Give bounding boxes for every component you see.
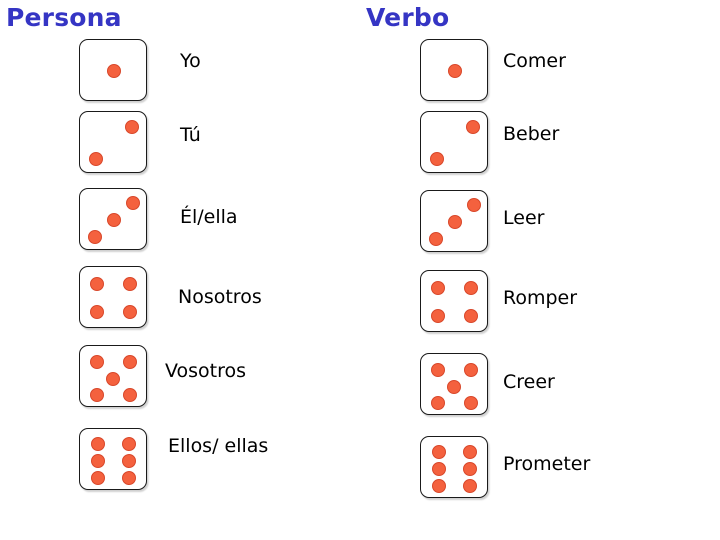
column-header-persona: Persona bbox=[6, 3, 122, 32]
column-header-verbo: Verbo bbox=[366, 3, 450, 32]
die-pip bbox=[91, 437, 105, 451]
die-face-6[interactable] bbox=[79, 428, 147, 490]
die-face-6[interactable] bbox=[420, 436, 488, 498]
die-pip bbox=[464, 309, 478, 323]
verbo-label-3: Leer bbox=[503, 207, 545, 229]
die-pip bbox=[91, 454, 105, 468]
die-pip bbox=[107, 64, 121, 78]
die-pip bbox=[90, 388, 104, 402]
verbo-label-6: Prometer bbox=[503, 453, 591, 475]
die-pip bbox=[463, 479, 477, 493]
persona-label-1: Yo bbox=[180, 50, 201, 72]
die-face-3[interactable] bbox=[79, 188, 147, 250]
verbo-label-4: Romper bbox=[503, 287, 578, 309]
die-face-4[interactable] bbox=[420, 270, 488, 332]
die-pip bbox=[463, 445, 477, 459]
persona-label-6: Ellos/ ellas bbox=[168, 435, 269, 457]
die-face-5[interactable] bbox=[79, 345, 147, 407]
die-pip bbox=[466, 120, 480, 134]
persona-label-3: Él/ella bbox=[180, 206, 238, 228]
die-pip bbox=[90, 305, 104, 319]
die-pip bbox=[90, 277, 104, 291]
die-pip bbox=[126, 196, 140, 210]
die-pip bbox=[467, 198, 481, 212]
die-face-2[interactable] bbox=[420, 111, 488, 173]
die-pip bbox=[90, 355, 104, 369]
die-pip bbox=[431, 309, 445, 323]
die-pip bbox=[464, 281, 478, 295]
persona-label-4: Nosotros bbox=[178, 286, 262, 308]
die-pip bbox=[106, 372, 120, 386]
die-pip bbox=[107, 213, 121, 227]
die-face-5[interactable] bbox=[420, 353, 488, 415]
die-pip bbox=[123, 388, 137, 402]
die-pip bbox=[88, 230, 102, 244]
die-pip bbox=[430, 152, 444, 166]
verbo-label-2: Beber bbox=[503, 123, 560, 145]
die-pip bbox=[122, 437, 136, 451]
die-pip bbox=[432, 479, 446, 493]
die-pip bbox=[125, 120, 139, 134]
die-pip bbox=[431, 396, 445, 410]
die-pip bbox=[432, 462, 446, 476]
die-pip bbox=[89, 152, 103, 166]
die-face-2[interactable] bbox=[79, 111, 147, 173]
die-pip bbox=[123, 355, 137, 369]
die-face-1[interactable] bbox=[79, 39, 147, 101]
die-pip bbox=[122, 454, 136, 468]
die-pip bbox=[463, 462, 477, 476]
die-pip bbox=[464, 363, 478, 377]
die-pip bbox=[464, 396, 478, 410]
verbo-label-1: Comer bbox=[503, 50, 566, 72]
die-pip bbox=[447, 380, 461, 394]
die-face-4[interactable] bbox=[79, 266, 147, 328]
die-pip bbox=[91, 471, 105, 485]
die-pip bbox=[123, 305, 137, 319]
die-pip bbox=[431, 363, 445, 377]
persona-label-5: Vosotros bbox=[165, 360, 247, 382]
verbo-label-5: Creer bbox=[503, 371, 555, 393]
die-pip bbox=[431, 281, 445, 295]
die-face-1[interactable] bbox=[420, 39, 488, 101]
persona-label-2: Tú bbox=[180, 124, 201, 146]
die-pip bbox=[448, 64, 462, 78]
die-pip bbox=[448, 215, 462, 229]
die-pip bbox=[123, 277, 137, 291]
die-pip bbox=[429, 232, 443, 246]
die-pip bbox=[122, 471, 136, 485]
die-face-3[interactable] bbox=[420, 190, 488, 252]
die-pip bbox=[432, 445, 446, 459]
